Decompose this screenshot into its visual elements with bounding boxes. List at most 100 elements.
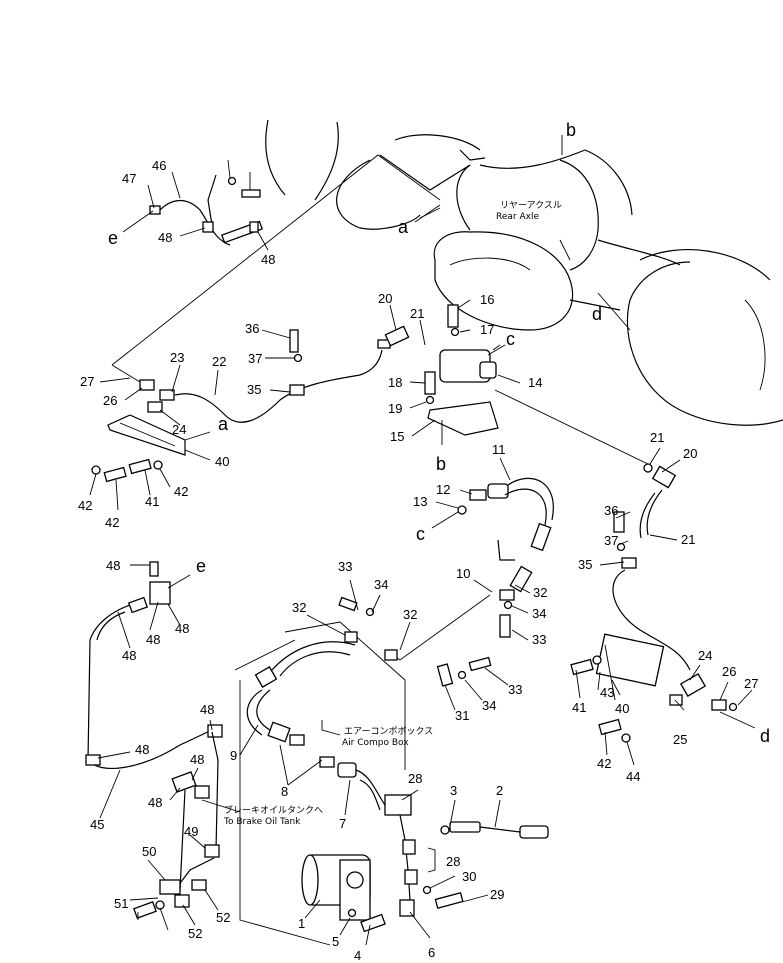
left-mid-assembly <box>91 325 410 483</box>
callout-36: 36 <box>245 321 259 336</box>
callout-21: 21 <box>410 306 424 321</box>
rear-axle-outline <box>265 119 783 426</box>
ref-a-top: a <box>398 217 409 237</box>
callout-45: 48 <box>261 252 275 267</box>
reference-arrows <box>122 135 756 813</box>
callout-28: 28 <box>408 771 422 786</box>
top-pipe-assembly <box>149 174 263 246</box>
notes: リヤーアクスル Rear Axle エアーコンポボックス Air Compo B… <box>223 200 562 827</box>
ref-e-left: e <box>196 556 206 576</box>
callout-39: 40 <box>215 454 229 469</box>
callout-22: 21 <box>681 532 695 547</box>
air-box-leader <box>321 720 341 736</box>
rear-axle-note-en: Rear Axle <box>496 212 539 222</box>
callout-14: 14 <box>528 375 542 390</box>
callout-42: 43 <box>600 685 614 700</box>
middle-piping <box>234 589 515 946</box>
callout-18: 18 <box>388 375 402 390</box>
callout-32: 32 <box>292 600 306 615</box>
callout-44: 46 <box>152 158 166 173</box>
callout-40: 41 <box>145 494 159 509</box>
callout-36: 36 <box>604 503 618 518</box>
callout-48: 48 <box>135 742 149 757</box>
callout-41: 42 <box>105 515 119 530</box>
brake-tank-note-jp: ブレーキオイルタンクへ <box>224 804 323 816</box>
callout-24: 23 <box>170 350 184 365</box>
callout-45: 48 <box>148 795 162 810</box>
callout-5: 5 <box>332 934 339 949</box>
callout-27: 27 <box>80 374 94 389</box>
brake-tank-note-en: To Brake Oil Tank <box>223 817 301 827</box>
callout-48: 51 <box>114 896 128 911</box>
callout-37: 37 <box>604 533 618 548</box>
callout-10: 10 <box>456 566 470 581</box>
callout-28: 28 <box>446 854 460 869</box>
callout-33: 33 <box>532 632 546 647</box>
callout-45: 47 <box>122 171 136 186</box>
ref-e-top: e <box>108 228 118 248</box>
frame-line <box>111 154 441 366</box>
callout-47: 48 <box>175 621 189 636</box>
callout-42: 44 <box>626 769 640 784</box>
callout-43: 45 <box>90 817 104 832</box>
ref-d-right: d <box>760 726 770 746</box>
callout-8: 8 <box>281 784 288 799</box>
callout-17: 17 <box>480 322 494 337</box>
callout-labels: 46 47 48 48 36 37 35 22 23 27 26 24 40 4… <box>78 158 758 963</box>
rear-axle-note-jp: リヤーアクスル <box>500 200 562 211</box>
callout-30: 30 <box>462 869 476 884</box>
callout-34: 34 <box>532 606 546 621</box>
callout-46: 48 <box>106 558 120 573</box>
callout-25: 24 <box>172 422 186 437</box>
callout-34: 34 <box>482 698 496 713</box>
callout-13: 13 <box>413 494 427 509</box>
callout-33: 33 <box>338 559 352 574</box>
left-bottom-piping <box>85 561 223 919</box>
air-box-note-en: Air Compo Box <box>342 738 409 748</box>
ref-d-top: d <box>592 304 602 324</box>
callout-15: 15 <box>390 429 404 444</box>
callout-35: 35 <box>247 382 261 397</box>
callout-48: 48 <box>122 648 136 663</box>
ref-b-top: b <box>566 120 576 140</box>
callout-48: 52 <box>188 926 202 941</box>
callout-26: 26 <box>103 393 117 408</box>
callout-35: 35 <box>578 557 592 572</box>
reference-letters: b a d c e a b c e d <box>108 120 770 746</box>
callout-31: 31 <box>455 708 469 723</box>
callout-20: 20 <box>683 446 697 461</box>
callout-1: 1 <box>298 916 305 931</box>
ref-b-mid: b <box>436 454 446 474</box>
callout-6: 6 <box>428 945 435 960</box>
callout-7: 7 <box>339 816 346 831</box>
callout-3: 3 <box>450 783 457 798</box>
callout-48: 50 <box>142 844 156 859</box>
hose-11-assembly <box>457 477 554 593</box>
callout-4: 4 <box>354 948 361 963</box>
ref-c-top: c <box>506 329 515 349</box>
relay-valve <box>424 304 651 466</box>
compressor-assembly <box>301 821 549 933</box>
callout-41: 42 <box>597 756 611 771</box>
callout-42: 42 <box>174 484 188 499</box>
callout-25: 25 <box>673 732 687 747</box>
callout-11: 11 <box>492 442 506 457</box>
callout-38: 40 <box>615 701 629 716</box>
callout-42: 42 <box>78 498 92 513</box>
callout-33: 33 <box>508 682 522 697</box>
ref-c-mid: c <box>416 524 425 544</box>
callout-21: 21 <box>650 430 664 445</box>
callout-9: 9 <box>230 748 237 763</box>
callout-23: 22 <box>212 354 226 369</box>
frame-line <box>111 364 141 383</box>
callout-48: 49 <box>184 824 198 839</box>
callout-40: 41 <box>572 700 586 715</box>
callout-48: 48 <box>190 752 204 767</box>
callout-27: 27 <box>744 676 758 691</box>
callout-37: 37 <box>248 351 262 366</box>
ref-a-left: a <box>218 414 229 434</box>
air-box-note-jp: エアーコンポボックス <box>344 726 433 737</box>
callout-29: 29 <box>490 887 504 902</box>
callout-19: 19 <box>388 401 402 416</box>
